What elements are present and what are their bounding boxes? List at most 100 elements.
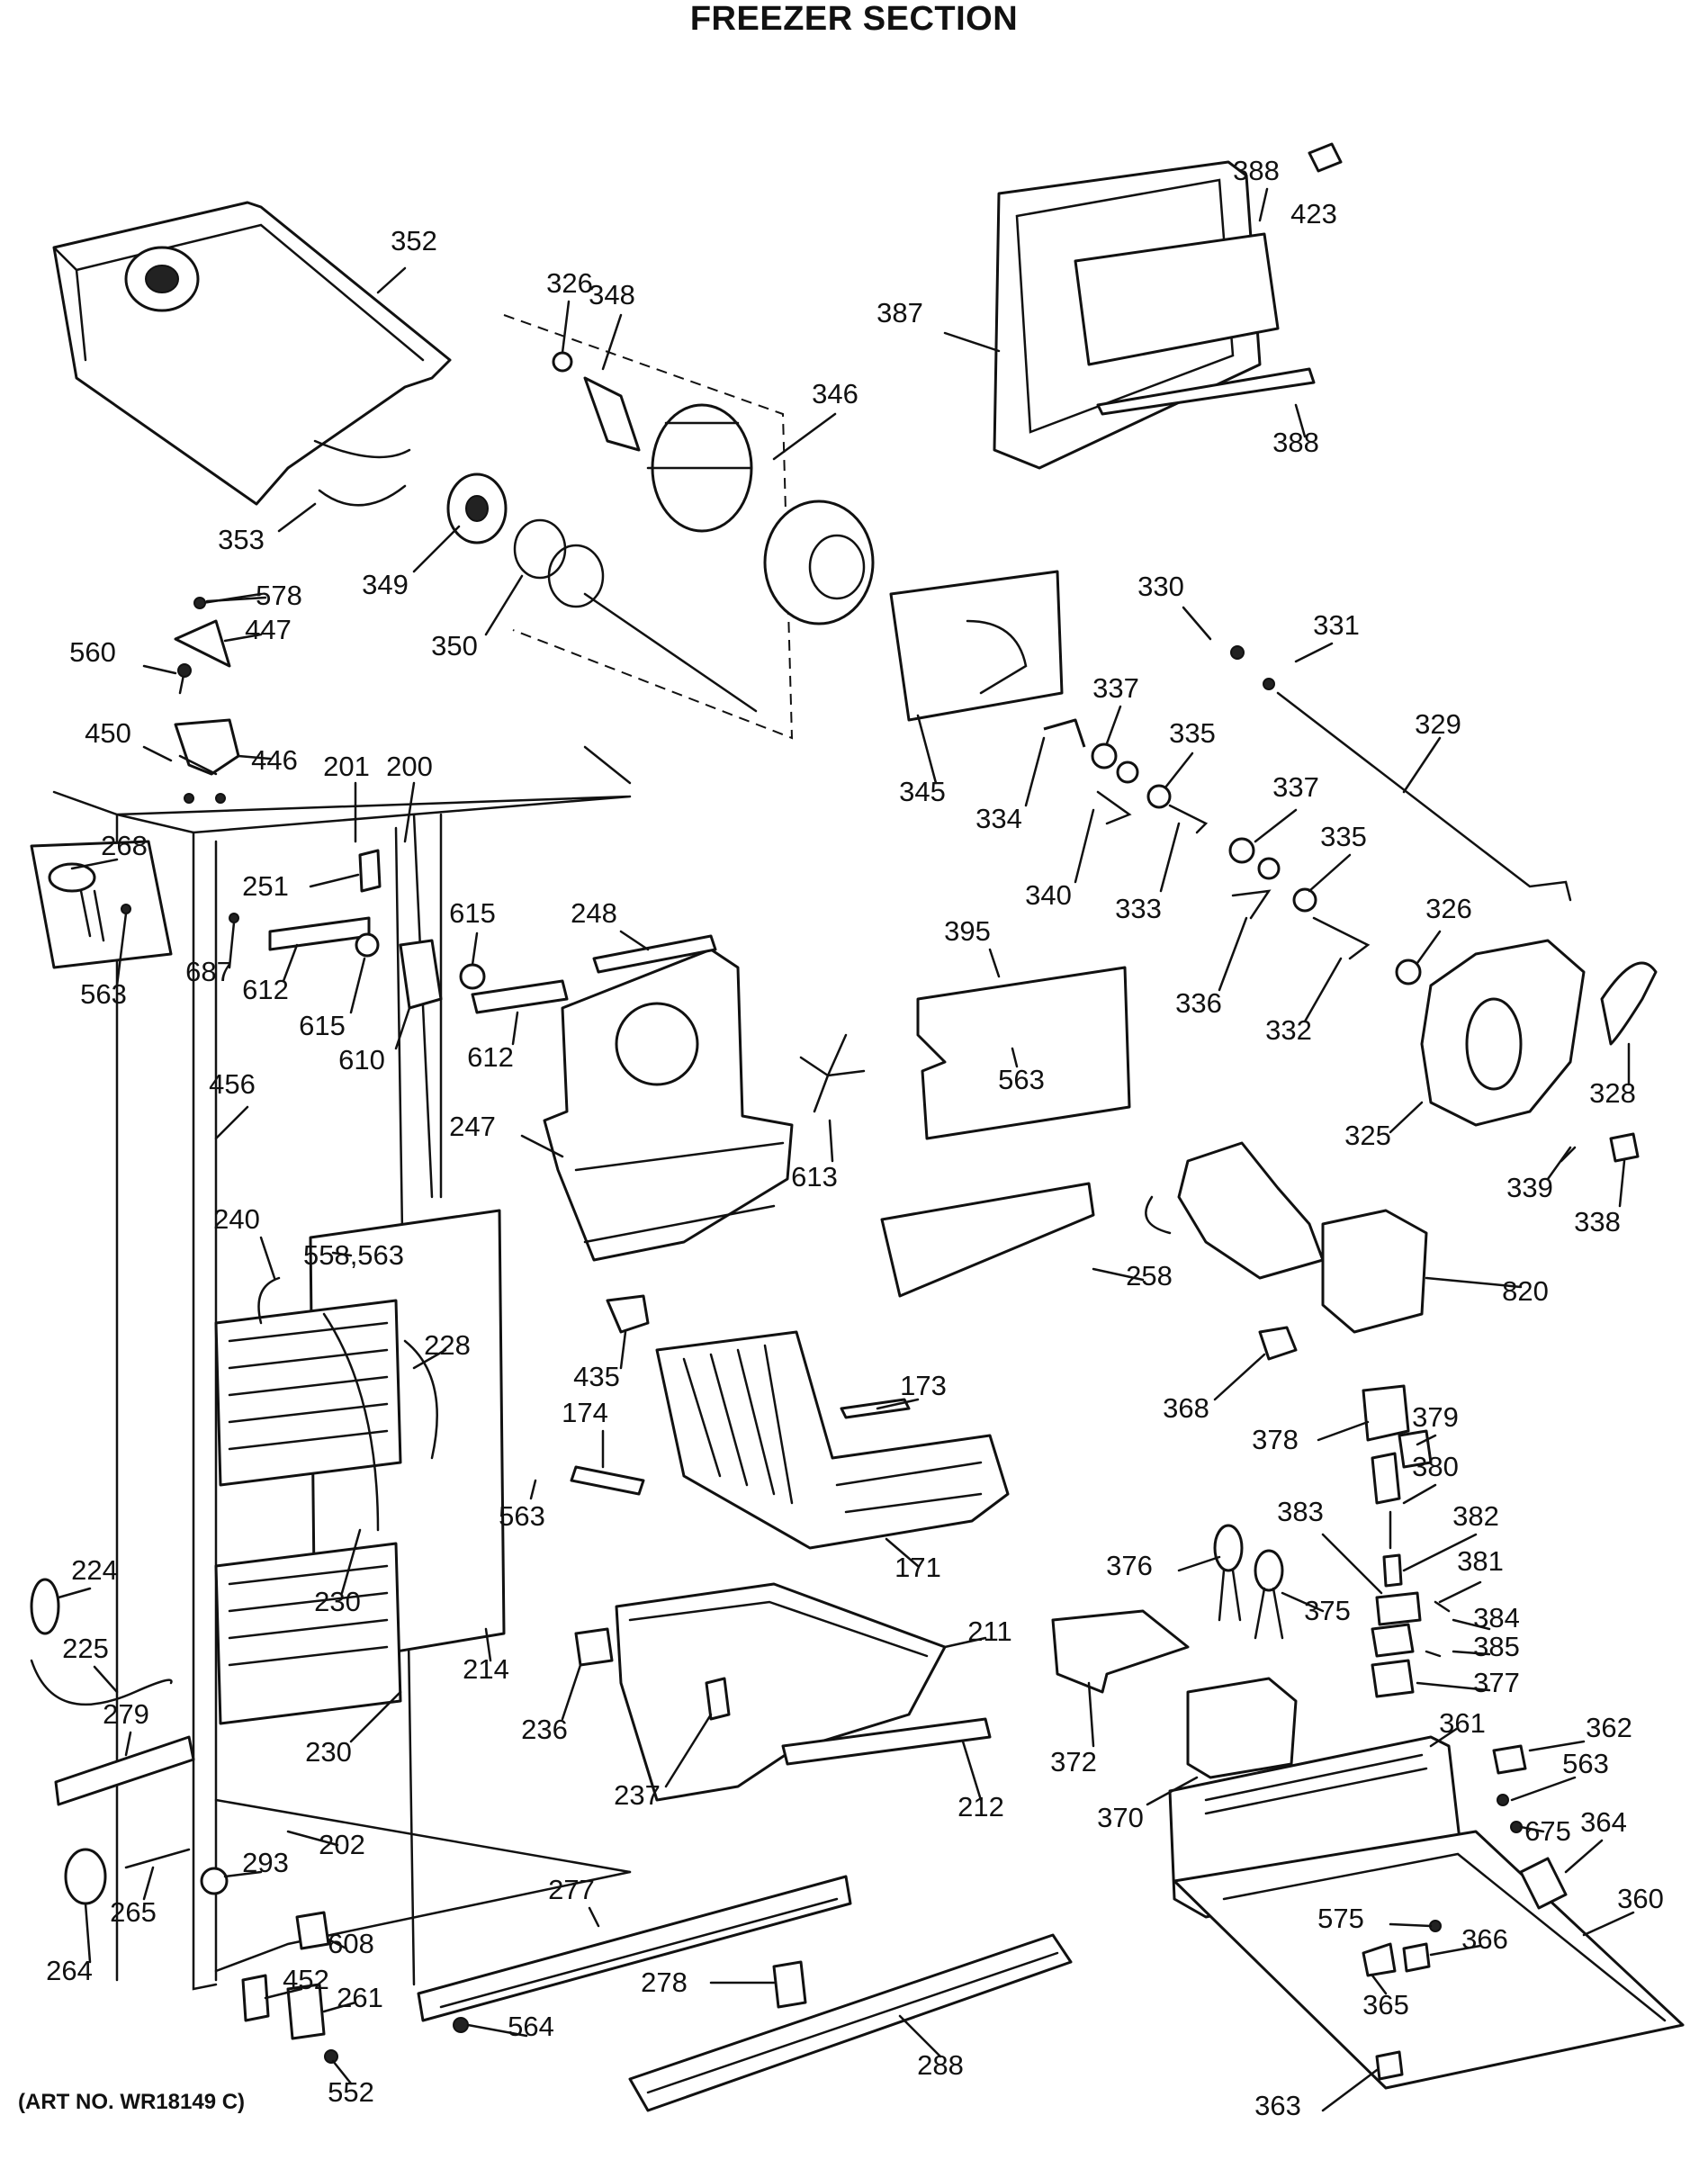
- callout-clip-331: 331: [1313, 609, 1360, 641]
- part-icemaker: [880, 1141, 1428, 1361]
- leader-line-p563b: [1011, 1047, 1019, 1068]
- leader-line-p230b: [349, 1690, 402, 1743]
- leader-line-p612a: [282, 943, 299, 983]
- leader-line-p337a: [1105, 705, 1122, 745]
- callout-rail-277: 277: [548, 1874, 595, 1905]
- callout-fan-housing-247: 247: [449, 1111, 496, 1142]
- leader-line-p615b: [349, 957, 366, 1014]
- leader-line-p261: [322, 2001, 357, 2013]
- leader-line-p338: [1618, 1159, 1626, 1208]
- callout-handle-237: 237: [614, 1779, 661, 1811]
- callout-roller-264: 264: [46, 1955, 93, 1986]
- callout-base-360: 360: [1617, 1883, 1664, 1914]
- part-light-socket: [30, 840, 173, 969]
- part-auger-motor: [1420, 939, 1658, 1163]
- leader-line-p362: [1528, 1740, 1586, 1752]
- callout-harness-376: 376: [1106, 1550, 1153, 1581]
- callout-light-socket-268: 268: [101, 830, 148, 861]
- leader-line-p360: [1582, 1911, 1635, 1937]
- leader-line-p368: [1213, 1353, 1266, 1401]
- leader-line-p608: [327, 1938, 348, 1950]
- leader-line-p388b: [1294, 403, 1307, 438]
- callout-spacer-384: 384: [1473, 1602, 1520, 1634]
- callout-hinge-446: 446: [251, 744, 298, 776]
- leader-line-p336: [1218, 916, 1248, 992]
- leader-line-p563a: [115, 912, 128, 987]
- leader-line-p248: [619, 930, 650, 951]
- leader-line-p212: [961, 1740, 983, 1802]
- callout-grille-288: 288: [917, 2049, 964, 2081]
- leader-line-p382: [1402, 1533, 1478, 1572]
- part-toe-grille: [417, 1875, 1073, 2112]
- leader-line-p376: [1177, 1555, 1221, 1572]
- callout-rail-174: 174: [562, 1397, 608, 1428]
- leader-line-p335a: [1164, 752, 1194, 789]
- leader-line-p346: [772, 412, 837, 461]
- leader-line-p361: [1429, 1726, 1460, 1748]
- part-base-assembly: [1051, 1609, 1685, 2090]
- callout-auger-motor-325: 325: [1344, 1120, 1391, 1151]
- part-hinge-group: [174, 592, 263, 776]
- callout-washer-335: 335: [1320, 821, 1367, 852]
- leader-line-p325: [1389, 1101, 1424, 1134]
- leader-line-p447: [223, 633, 263, 643]
- leader-line-p265: [142, 1866, 155, 1901]
- callout-screw-575: 575: [1317, 1903, 1364, 1934]
- part-bin: [574, 1582, 992, 1802]
- callout-blade-340: 340: [1025, 879, 1072, 911]
- callout-grommet-615: 615: [299, 1010, 346, 1041]
- callout-washer-335: 335: [1169, 717, 1216, 749]
- leader-line-p277: [588, 1906, 600, 1928]
- callout-bracket-447: 447: [245, 614, 292, 645]
- callout-clip-366: 366: [1461, 1923, 1508, 1955]
- callout-bracket-612: 612: [467, 1041, 514, 1073]
- leader-line-p452: [264, 1987, 303, 2000]
- leader-line-p331: [1294, 642, 1334, 663]
- callout-damper-435: 435: [573, 1361, 620, 1392]
- callout-bin-211: 211: [967, 1616, 1011, 1647]
- leader-line-p279: [124, 1731, 132, 1757]
- callout-solenoid-378: 378: [1252, 1424, 1299, 1455]
- leader-line-p375: [1281, 1591, 1325, 1613]
- callout-fan-blade-613: 613: [791, 1161, 838, 1192]
- callout-screw-563: 563: [1562, 1748, 1609, 1779]
- callout-bushing-383: 383: [1277, 1496, 1324, 1527]
- leader-line-p211: [943, 1636, 987, 1649]
- part-cabinet: [52, 745, 632, 1991]
- callout-cover-258: 258: [1126, 1260, 1173, 1292]
- part-cover-395: [916, 966, 1131, 1140]
- callout-pin-339: 339: [1506, 1172, 1553, 1203]
- callout-screw-687: 687: [185, 956, 232, 987]
- callout-screw-563: 563: [499, 1500, 545, 1532]
- callout-shaft-265: 265: [110, 1896, 157, 1928]
- callout-bracket-612: 612: [242, 974, 289, 1005]
- callout-cover-379: 379: [1412, 1401, 1459, 1433]
- leader-line-p264: [84, 1902, 92, 1964]
- callout-clip-338: 338: [1574, 1206, 1621, 1238]
- part-crusher-assembly: [446, 314, 875, 740]
- callout-control-610: 610: [338, 1044, 385, 1076]
- callout-clip-385: 385: [1473, 1631, 1520, 1662]
- callout-heater-240: 240: [213, 1203, 260, 1235]
- leader-line-p370: [1146, 1776, 1199, 1806]
- leader-line-p395: [988, 948, 1001, 978]
- leader-line-p247: [520, 1134, 564, 1158]
- page-title: FREEZER SECTION: [689, 0, 1019, 38]
- callout-clip-362: 362: [1586, 1712, 1632, 1743]
- leader-line-p214: [484, 1627, 492, 1662]
- callout-floor-202: 202: [319, 1829, 365, 1860]
- callout-duct-372: 372: [1050, 1746, 1097, 1778]
- leader-line-p200: [403, 781, 416, 843]
- leader-line-p363: [1321, 2068, 1379, 2112]
- leader-line-p456: [214, 1105, 249, 1140]
- leader-line-p330: [1182, 606, 1212, 641]
- leader-line-p385: [1452, 1650, 1491, 1656]
- leader-line-p352: [376, 266, 407, 294]
- callout-clip-365: 365: [1362, 1989, 1409, 2020]
- leader-line-p333: [1159, 822, 1181, 893]
- leader-line-p224: [57, 1587, 92, 1599]
- callout-blade-348: 348: [589, 279, 635, 310]
- leader-line-p446: [237, 754, 272, 760]
- callout-control-370: 370: [1097, 1802, 1144, 1833]
- callout-rail-279: 279: [103, 1698, 149, 1730]
